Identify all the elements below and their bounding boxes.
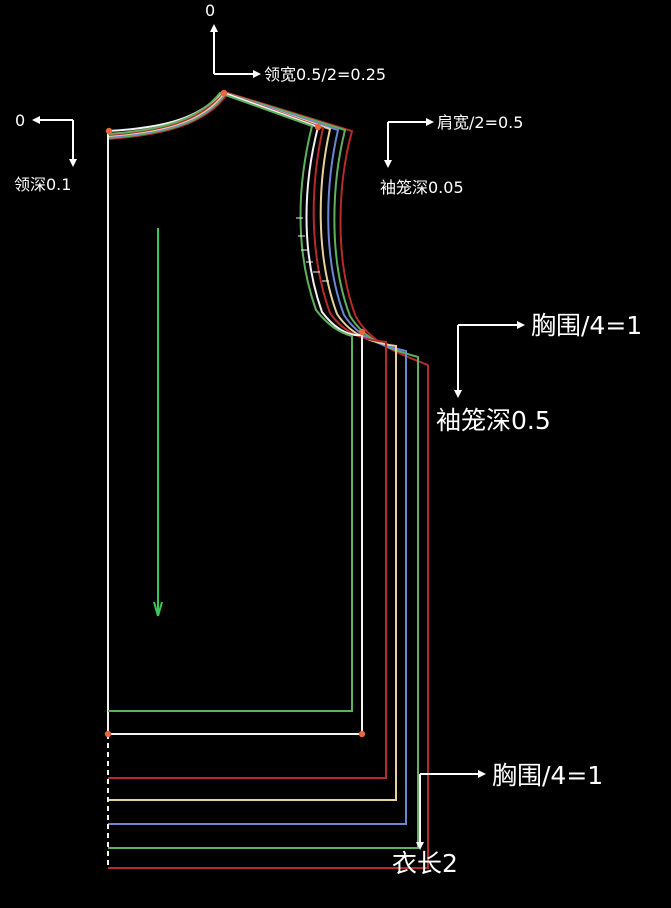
outline-white-base [107, 90, 363, 735]
label-shoulder-width: 肩宽/2=0.5 [437, 113, 523, 132]
armhole-tick-marks [296, 217, 329, 282]
label-armhole-depth-small: 袖笼深0.05 [380, 178, 464, 197]
point-shoulder-neck [220, 89, 228, 97]
bodice-outlines [107, 90, 429, 869]
annotation-labels: 0 领宽0.5/2=0.25 0 领深0.1 肩宽/2=0.5 袖笼深0.05 … [14, 1, 642, 878]
label-neck-depth: 领深0.1 [14, 175, 71, 194]
label-armhole-depth-large: 袖笼深0.5 [436, 406, 551, 435]
outline-green-inner [107, 91, 353, 712]
outline-red-inner [107, 90, 387, 779]
key-points [104, 89, 366, 738]
annotation-arrows [32, 24, 525, 850]
point-hem-side [358, 730, 366, 738]
point-shoulder-tip [314, 123, 322, 131]
point-neck-front [105, 127, 113, 135]
point-hem-front [104, 730, 112, 738]
label-neck-width-zero: 0 [205, 1, 215, 20]
label-neck-width: 领宽0.5/2=0.25 [264, 65, 386, 84]
outline-red-outer [107, 91, 429, 869]
label-chest-lower: 胸围/4=1 [492, 761, 603, 790]
label-length: 衣长2 [392, 849, 458, 878]
label-chest-upper: 胸围/4=1 [531, 311, 642, 340]
grainline [153, 228, 163, 617]
label-neck-depth-zero: 0 [15, 111, 25, 130]
point-underarm [358, 328, 366, 336]
